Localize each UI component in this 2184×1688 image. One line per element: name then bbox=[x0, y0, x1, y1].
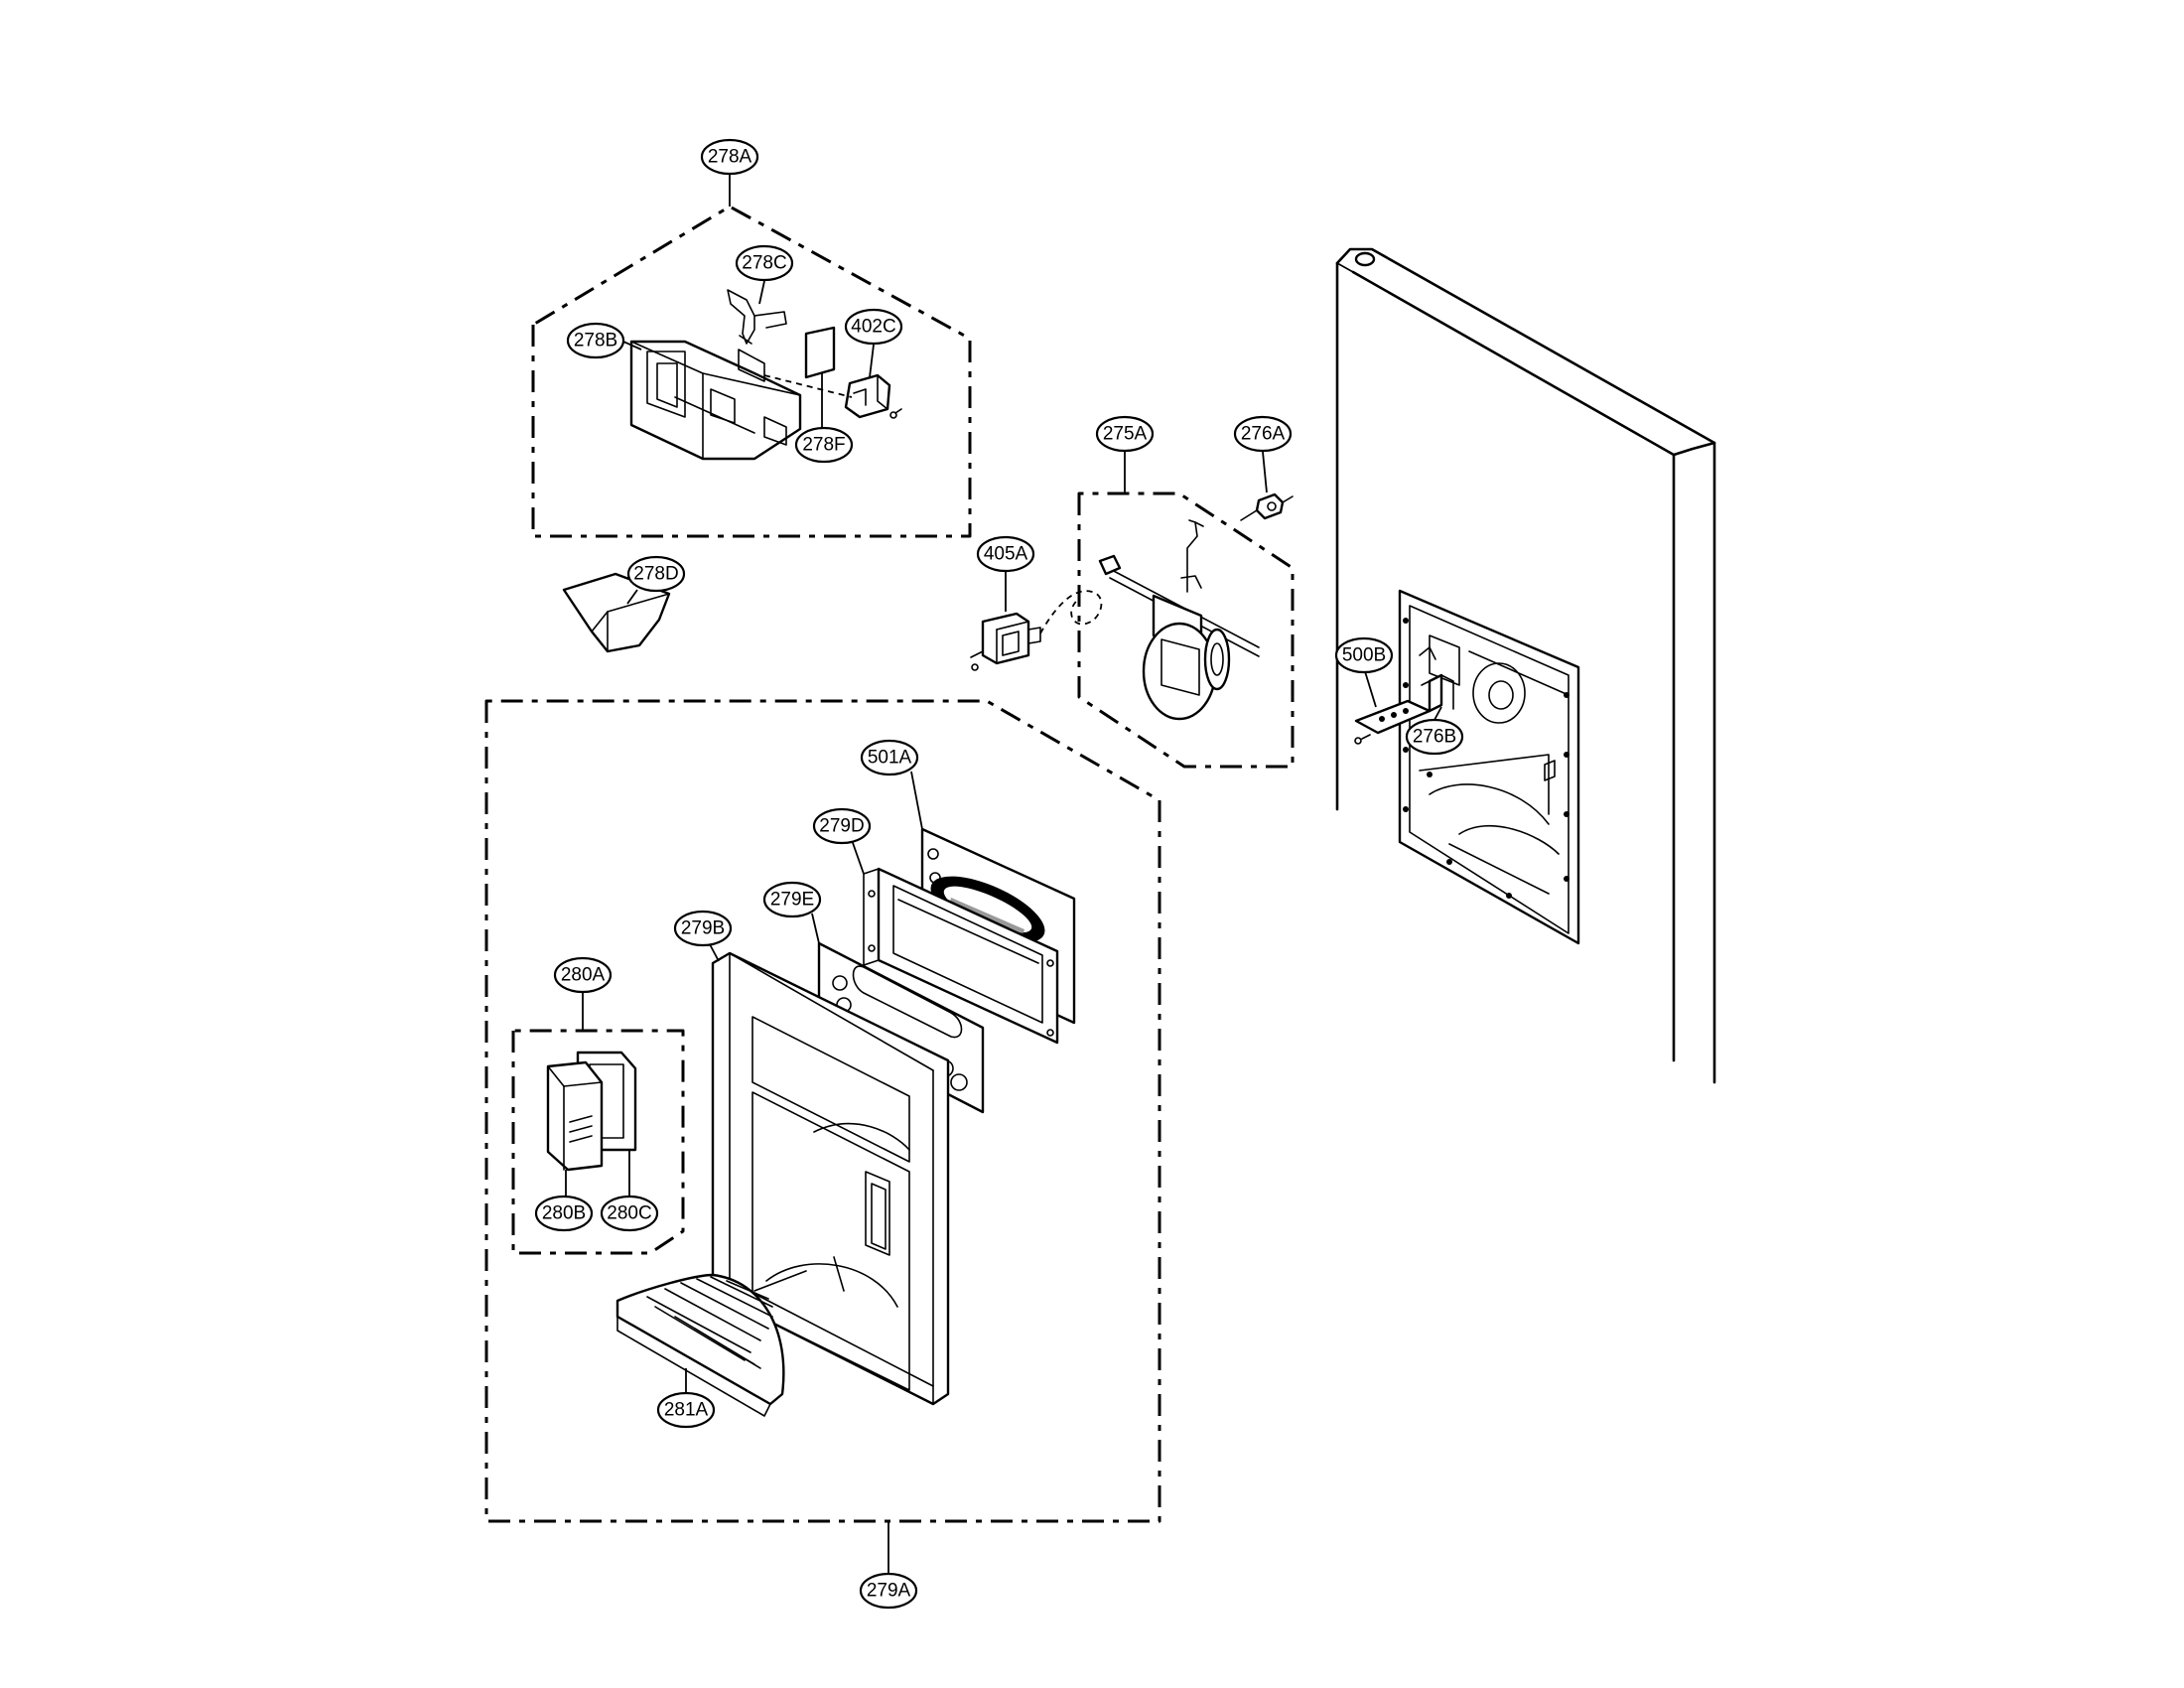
group-275A-boundary bbox=[1079, 452, 1293, 767]
part-278B-housing bbox=[623, 342, 800, 459]
callout-276B: 276B bbox=[1407, 720, 1462, 754]
svg-text:405A: 405A bbox=[984, 544, 1028, 565]
part-402C-switch bbox=[846, 345, 901, 418]
svg-text:278F: 278F bbox=[802, 435, 845, 456]
part-276A bbox=[1241, 452, 1293, 520]
group-279A-boundary bbox=[486, 701, 1160, 1574]
part-275A-motor bbox=[1100, 520, 1259, 719]
callout-501A: 501A bbox=[862, 741, 917, 774]
callout-278D: 278D bbox=[628, 557, 684, 591]
svg-text:280A: 280A bbox=[561, 965, 606, 986]
part-405A-solenoid bbox=[971, 570, 1101, 670]
callout-279D: 279D bbox=[814, 809, 870, 843]
part-278D-cup bbox=[564, 574, 669, 651]
svg-text:275A: 275A bbox=[1103, 424, 1148, 445]
part-278F-pad bbox=[806, 328, 834, 429]
callout-278F: 278F bbox=[796, 428, 852, 462]
group-278A-boundary bbox=[533, 175, 970, 536]
callout-278B: 278B bbox=[568, 324, 623, 357]
svg-text:280B: 280B bbox=[542, 1203, 586, 1224]
door-dispenser-recess bbox=[1400, 591, 1578, 943]
part-279D-frame bbox=[852, 840, 1057, 1043]
svg-text:279E: 279E bbox=[770, 890, 814, 911]
svg-text:276A: 276A bbox=[1241, 424, 1286, 445]
svg-text:501A: 501A bbox=[868, 748, 912, 769]
part-281A-drip-tray bbox=[617, 1275, 783, 1416]
svg-text:280C: 280C bbox=[607, 1203, 651, 1224]
callout-279A: 279A bbox=[861, 1574, 916, 1608]
svg-text:279A: 279A bbox=[867, 1581, 911, 1602]
part-278C-bracket bbox=[728, 281, 786, 344]
callout-278A: 278A bbox=[702, 140, 757, 174]
svg-text:278A: 278A bbox=[708, 147, 752, 168]
svg-text:279B: 279B bbox=[681, 918, 725, 939]
callout-280C: 280C bbox=[602, 1196, 657, 1230]
callout-275A: 275A bbox=[1097, 417, 1153, 451]
svg-text:281A: 281A bbox=[664, 1400, 709, 1421]
svg-text:278C: 278C bbox=[742, 253, 786, 274]
assembly-guide-line bbox=[764, 375, 852, 397]
callout-278C: 278C bbox=[737, 246, 792, 280]
svg-text:402C: 402C bbox=[851, 317, 895, 338]
callout-281A: 281A bbox=[658, 1393, 714, 1427]
svg-text:279D: 279D bbox=[819, 816, 864, 837]
callout-280B: 280B bbox=[536, 1196, 592, 1230]
svg-text:278D: 278D bbox=[633, 564, 678, 585]
group-280A-boundary bbox=[513, 993, 683, 1253]
part-280B-cover bbox=[548, 1062, 602, 1197]
callout-500B: 500B bbox=[1336, 638, 1392, 672]
callout-279E: 279E bbox=[764, 883, 820, 916]
callout-402C: 402C bbox=[846, 310, 901, 344]
callout-276A: 276A bbox=[1235, 417, 1291, 451]
door-panel bbox=[1337, 249, 1714, 1082]
svg-text:276B: 276B bbox=[1413, 727, 1456, 748]
callout-280A: 280A bbox=[555, 958, 611, 992]
part-276B-bracket bbox=[1430, 675, 1453, 720]
svg-text:500B: 500B bbox=[1342, 645, 1386, 666]
callout-405A: 405A bbox=[978, 537, 1033, 571]
callout-279B: 279B bbox=[675, 912, 731, 945]
svg-text:278B: 278B bbox=[574, 331, 617, 352]
